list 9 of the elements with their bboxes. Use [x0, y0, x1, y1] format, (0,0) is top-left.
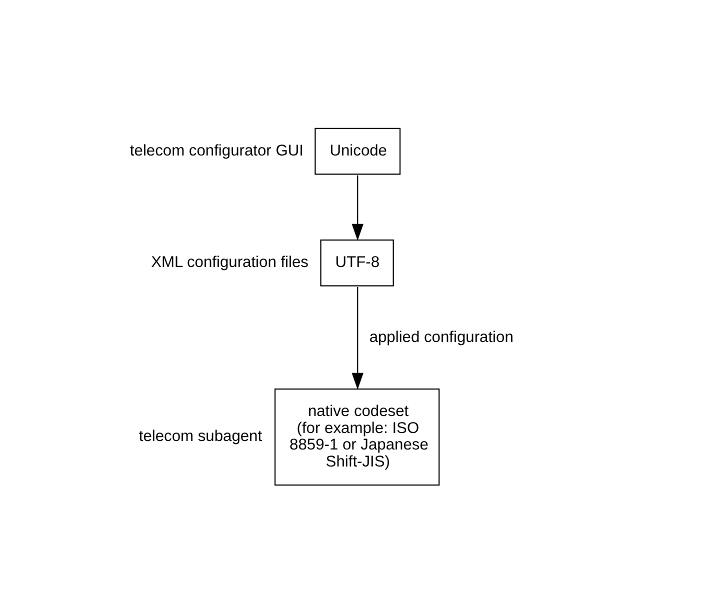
node-label: telecom subagent — [138, 428, 262, 446]
node-label: XML configuration files — [151, 254, 308, 272]
edge-label: applied configuration — [369, 328, 514, 346]
node-box: native codeset (for example: ISO 8859-1 or Japanese Shift-JIS) — [274, 388, 440, 486]
node-box: UTF-8 — [320, 240, 394, 286]
node-box: Unicode — [314, 128, 401, 175]
node-label: telecom configurator GUI — [130, 142, 304, 160]
arrow — [352, 175, 364, 241]
arrow — [352, 286, 364, 390]
